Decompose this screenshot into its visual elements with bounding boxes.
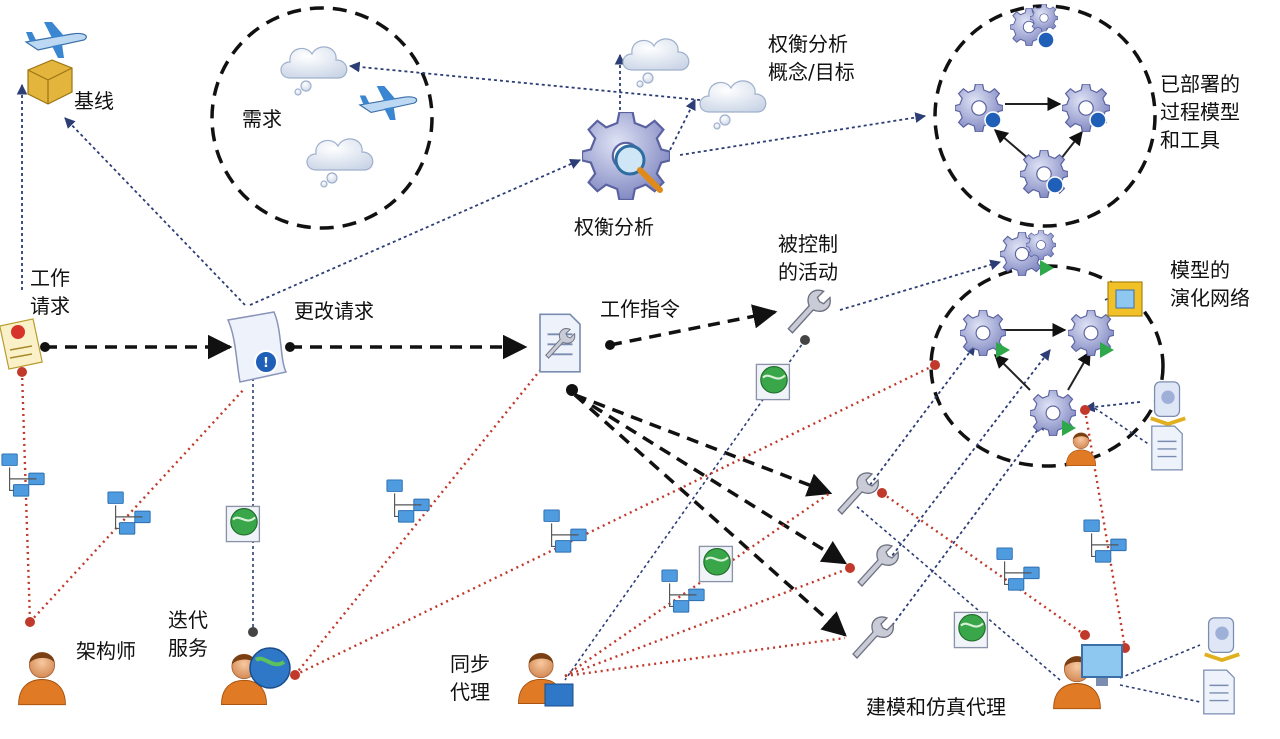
person-icon (220, 647, 291, 706)
work-request-icon (0, 318, 43, 370)
gear-magnifier-icon (582, 112, 670, 200)
person-icon (1065, 432, 1097, 467)
label-deployed-models: 已部署的 过程模型 和工具 (1160, 72, 1240, 152)
package-icon (27, 59, 73, 105)
document-icon (1151, 425, 1183, 471)
globe-icon (249, 647, 291, 689)
airplane-icon (359, 85, 418, 121)
label-architect: 架构师 (76, 639, 136, 663)
dotted-red-lines (20, 357, 1127, 678)
wrench-icon (852, 616, 894, 659)
svg-text:!: ! (263, 356, 269, 371)
label-tradeoff-concept: 权衡分析 概念/目标 (768, 32, 855, 84)
monitor-icon (1081, 644, 1123, 678)
document-icon (1203, 669, 1235, 715)
label-change-request: 更改请求 (294, 299, 374, 323)
label-work-request: 工作 请求 (30, 266, 70, 318)
label-controlled-activity: 被控制 的活动 (778, 232, 838, 284)
label-work-order: 工作指令 (600, 297, 680, 321)
dotted-blue-arrows (16, 53, 1141, 636)
network-computers-icon (1083, 519, 1127, 563)
cloud-icon (699, 80, 767, 130)
label-requirements: 需求 (242, 107, 282, 131)
label-tradeoff-analysis: 权衡分析 (574, 215, 654, 239)
globe-doc-icon (755, 363, 791, 401)
scroll-info-icon: ! (226, 311, 288, 383)
person-icon (517, 652, 574, 707)
airplane-icon (25, 21, 87, 59)
main-flow-arrows (45, 304, 848, 637)
network-computers-icon (543, 509, 587, 553)
cloud-icon (280, 46, 348, 96)
document-icon (538, 313, 582, 373)
network-computers-icon (661, 569, 705, 613)
network-computers-icon (996, 547, 1040, 591)
label-baseline: 基线 (74, 89, 114, 113)
id-card-icon (1148, 379, 1188, 426)
wrench-icon (857, 544, 899, 587)
gear-play-icon (960, 230, 1114, 436)
requirements-circle (210, 6, 434, 230)
person-icon (1053, 644, 1123, 710)
network-computers-icon (1, 453, 45, 497)
model-evolution-badge-icon (1107, 281, 1143, 317)
label-iteration-service: 迭代 服务 (168, 608, 208, 660)
globe-doc-icon (225, 505, 261, 543)
id-card-icon (1202, 615, 1242, 662)
label-modeling-agent: 建模和仿真代理 (866, 695, 1006, 719)
globe-doc-icon (698, 545, 734, 583)
label-model-evolution: 模型的 演化网络 (1170, 258, 1250, 310)
wrench-icon (787, 289, 831, 334)
globe-doc-icon (953, 611, 989, 649)
cloud-icon (306, 138, 374, 188)
gear-info-icon (955, 4, 1110, 198)
cloud-icon (622, 38, 690, 88)
person-icon (18, 652, 66, 706)
label-sync-agent: 同步 代理 (450, 652, 490, 704)
